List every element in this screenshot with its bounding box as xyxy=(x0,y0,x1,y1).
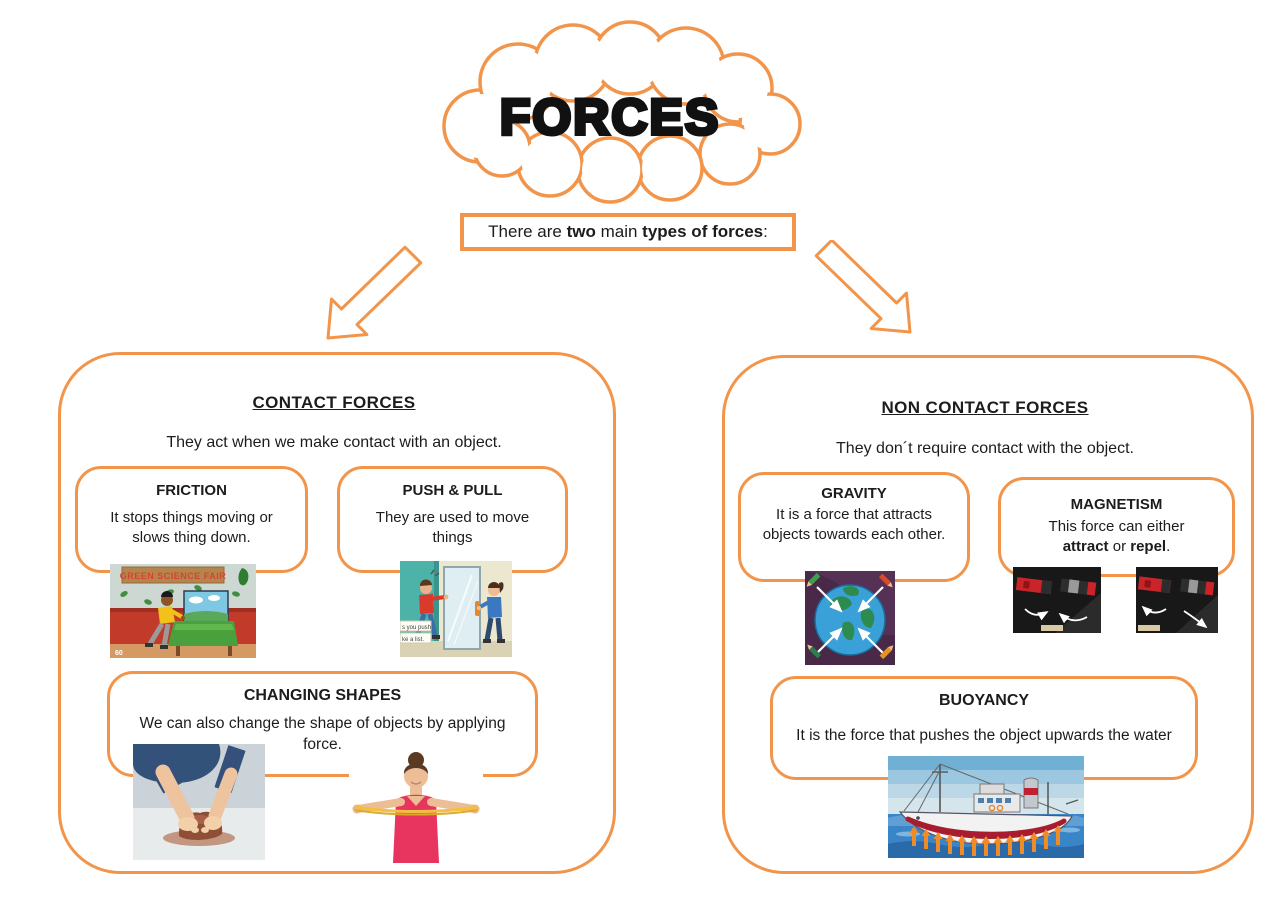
table xyxy=(168,621,238,656)
bar-magnets xyxy=(1137,576,1215,596)
intro-box: There are two main types of forces: xyxy=(460,213,796,251)
arrow-right-icon xyxy=(814,240,912,334)
earth-continents xyxy=(830,586,875,641)
stretch-band-image xyxy=(349,746,483,863)
non-contact-forces-title: NON CONTACT FORCES xyxy=(881,398,1089,417)
pulling-woman xyxy=(476,582,505,643)
push-pull-title: PUSH & PULL xyxy=(402,482,503,499)
page-number: 60 xyxy=(115,650,123,657)
attract-arrows xyxy=(1024,608,1088,624)
gravity-image xyxy=(805,571,895,665)
non-contact-forces-subtitle: They don´t require contact with the obje… xyxy=(836,440,1134,457)
bar-magnets xyxy=(1015,577,1097,596)
gravity-box: GRAVITY It is a force that attracts obje… xyxy=(738,472,970,582)
buoyancy-image xyxy=(888,756,1084,858)
buoyancy-body: It is the force that pushes the object u… xyxy=(796,727,1172,744)
glass-door xyxy=(443,566,481,650)
push-caption-1: s you push xyxy=(402,625,431,631)
magnetism-box: MAGNETISM This force can either attract … xyxy=(998,477,1235,577)
push-caption-2: ke a list. xyxy=(402,637,424,643)
repel-arrows xyxy=(1141,605,1208,629)
clay-molding-image xyxy=(133,744,265,860)
cloud-fill xyxy=(448,26,796,198)
friction-title: FRICTION xyxy=(156,482,227,499)
pushing-man xyxy=(413,569,449,640)
friction-box: FRICTION It stops things moving or slows… xyxy=(75,466,308,573)
magnetism-body: This force can either attract or repel. xyxy=(1048,518,1185,556)
push-pull-body: They are used to move things xyxy=(375,509,530,547)
magnets-repel-image xyxy=(1136,567,1218,633)
push-pull-image: s you push ke a list. xyxy=(400,561,512,657)
gravity-title: GRAVITY xyxy=(821,485,887,502)
buoyancy-title: BUOYANCY xyxy=(938,692,1030,709)
push-pull-box: PUSH & PULL They are used to move things xyxy=(337,466,568,573)
display-board xyxy=(183,590,229,623)
contact-forces-title: CONTACT FORCES xyxy=(252,393,416,412)
science-fair-banner xyxy=(121,566,225,584)
resistance-band xyxy=(354,805,478,816)
gravity-body: It is a force that attracts objects towa… xyxy=(762,506,946,544)
pencils xyxy=(806,572,894,660)
title-cloud: FORCES xyxy=(442,20,802,204)
fishing-boat xyxy=(898,763,1079,845)
changing-shapes-body: We can also change the shape of objects … xyxy=(139,715,506,753)
attraction-arrows xyxy=(816,586,884,654)
caption-labels: s you push ke a list. xyxy=(400,620,432,644)
science-fair-banner-text: GREEN SCIENCE FAIR xyxy=(120,571,227,581)
hands xyxy=(155,764,238,833)
magnets-attract-image xyxy=(1013,567,1101,633)
intro-text: There are two main types of forces: xyxy=(488,222,768,241)
boy-figure xyxy=(145,591,186,649)
friction-image: GREEN SCIENCE FAIR 60 xyxy=(110,564,256,658)
changing-shapes-title: CHANGING SHAPES xyxy=(243,687,402,704)
magnetism-title: MAGNETISM xyxy=(1070,496,1163,513)
diagram-title: FORCES xyxy=(500,89,720,145)
friction-body: It stops things moving or slows thing do… xyxy=(110,509,273,547)
contact-forces-subtitle: They act when we make contact with an ob… xyxy=(166,434,502,451)
arrow-left-icon xyxy=(326,245,423,340)
